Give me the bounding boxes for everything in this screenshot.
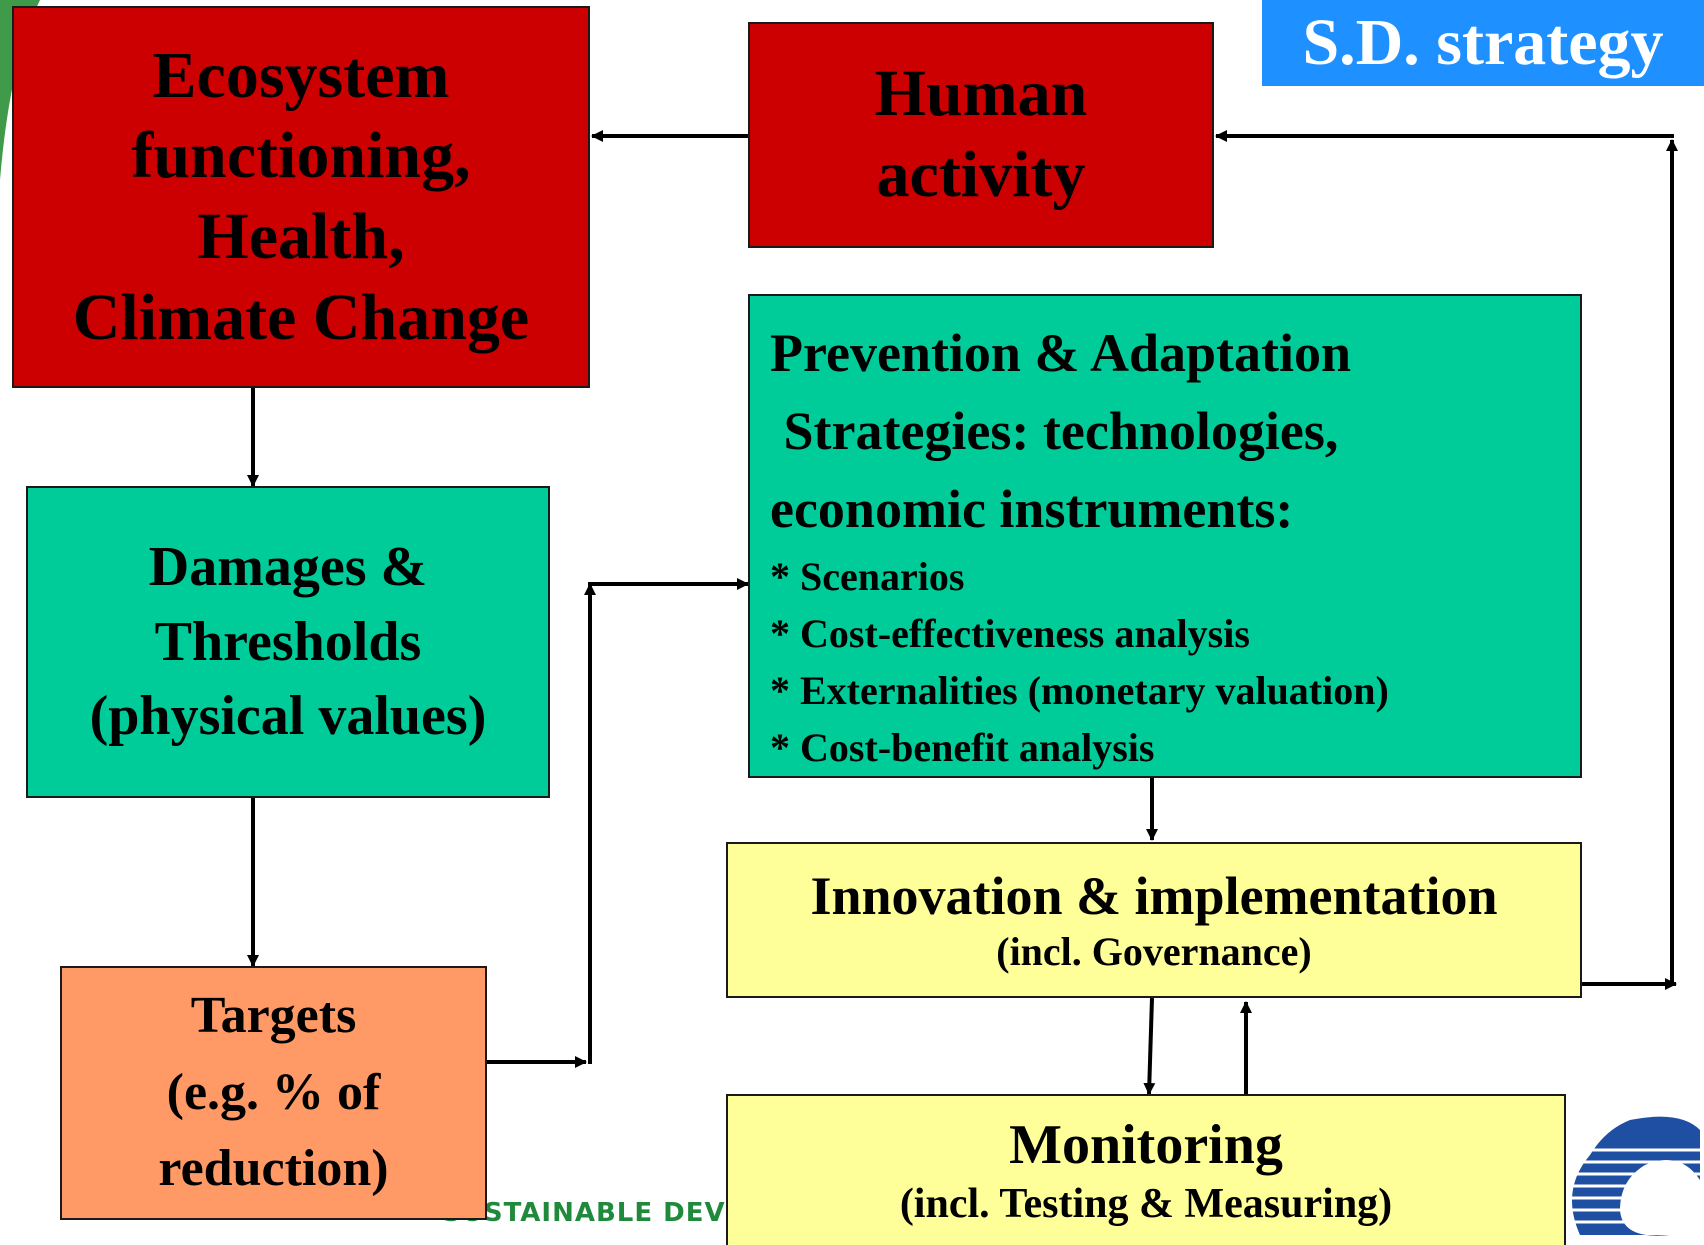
box-ecosystem-line-1: Ecosystem <box>152 38 450 112</box>
box-innovation-implementation: Innovation & implementation (incl. Gover… <box>726 842 1582 998</box>
title-badge: S.D. strategy <box>1262 0 1704 86</box>
box-damages-line-1: Damages & <box>148 536 428 599</box>
box-human-line-2: activity <box>876 138 1086 211</box>
prevention-bullet-3: * Externalities (monetary valuation) <box>770 668 1389 713</box>
box-targets-line-1: Targets <box>190 986 357 1044</box>
prevention-heading-3: economic instruments: <box>770 479 1294 539</box>
innovation-title: Innovation & implementation <box>810 865 1498 926</box>
box-ecosystem-line-4: Climate Change <box>72 280 530 354</box>
box-monitoring: Monitoring (incl. Testing & Measuring) <box>726 1094 1566 1245</box>
programme-logo-icon <box>1570 1116 1704 1236</box>
box-ecosystem-line-3: Health, <box>197 200 405 273</box>
arrow-innovation-to-monitoring <box>1143 997 1156 1095</box>
box-damages-line-3: (physical values) <box>89 685 487 748</box>
box-human-activity: Human activity <box>748 22 1214 248</box>
box-targets-line-2: (e.g. % of <box>166 1063 381 1121</box>
prevention-heading-1: Prevention & Adaptation <box>770 323 1352 383</box>
box-ecosystem-line-2: functioning, <box>131 119 471 193</box>
prevention-heading-2: Strategies: technologies, <box>770 401 1339 461</box>
monitoring-title: Monitoring <box>1009 1113 1283 1176</box>
box-targets-line-3: reduction) <box>158 1140 389 1198</box>
box-human-line-1: Human <box>874 57 1088 131</box>
prevention-bullet-2: * Cost-effectiveness analysis <box>770 611 1250 656</box>
box-ecosystem: Ecosystem functioning, Health, Climate C… <box>12 6 590 388</box>
monitoring-subtitle: (incl. Testing & Measuring) <box>899 1180 1393 1227</box>
innovation-subtitle: (incl. Governance) <box>996 929 1312 975</box>
footer-text: SUSTAINABLE DEVI <box>442 1198 737 1228</box>
prevention-bullet-4: * Cost-benefit analysis <box>770 725 1155 770</box>
background-swoosh <box>0 0 40 180</box>
box-damages-thresholds: Damages & Thresholds (physical values) <box>26 486 550 798</box>
box-targets: Targets (e.g. % of reduction) <box>60 966 487 1220</box>
box-damages-line-2: Thresholds <box>154 610 422 673</box>
prevention-bullet-1: * Scenarios <box>770 554 965 599</box>
box-prevention-adaptation: Prevention & Adaptation Strategies: tech… <box>748 294 1582 778</box>
